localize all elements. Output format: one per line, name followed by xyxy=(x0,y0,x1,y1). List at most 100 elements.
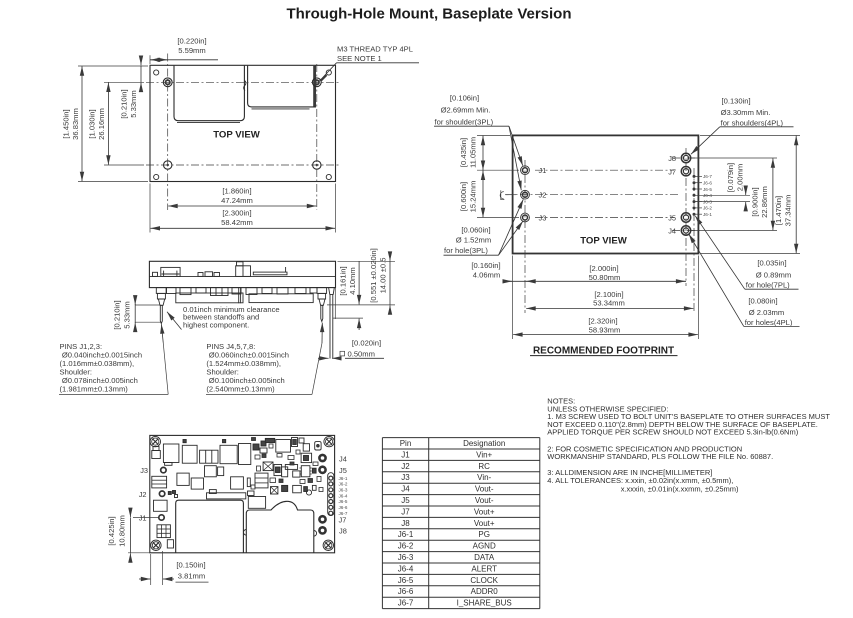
svg-text:RECOMMENDED FOOTPRINT: RECOMMENDED FOOTPRINT xyxy=(533,345,674,356)
svg-text:J6-6: J6-6 xyxy=(339,505,348,510)
svg-text:3.81mm: 3.81mm xyxy=(178,572,205,581)
svg-text:[0.060in]: [0.060in] xyxy=(461,226,490,235)
svg-text:PG: PG xyxy=(478,530,490,539)
svg-text:J6-2: J6-2 xyxy=(398,542,414,551)
svg-text:Vout-: Vout- xyxy=(475,485,494,494)
svg-text:[0.551 ±0.020in]: [0.551 ±0.020in] xyxy=(369,248,378,302)
svg-text:J7: J7 xyxy=(339,516,347,525)
svg-text:DATA: DATA xyxy=(474,553,495,562)
svg-text:[1.860in]: [1.860in] xyxy=(222,187,251,196)
svg-text:for hole(3PL): for hole(3PL) xyxy=(444,246,488,255)
svg-text:Vout+: Vout+ xyxy=(474,507,495,516)
svg-text:J6-5: J6-5 xyxy=(398,576,414,585)
svg-text:CLOCK: CLOCK xyxy=(470,576,498,585)
svg-text:[0.160in]: [0.160in] xyxy=(471,261,500,270)
svg-text:26.16mm: 26.16mm xyxy=(97,108,106,140)
svg-text:J2: J2 xyxy=(139,490,147,499)
svg-text:[0.080in]: [0.080in] xyxy=(748,297,777,306)
svg-text:for shoulder(3PL): for shoulder(3PL) xyxy=(435,117,494,126)
svg-text:10.80mm: 10.80mm xyxy=(118,515,127,547)
svg-text:4.10mm: 4.10mm xyxy=(348,267,357,294)
svg-text:[2.100in]: [2.100in] xyxy=(594,290,623,299)
svg-text:Ø 1.52mm: Ø 1.52mm xyxy=(456,236,491,245)
svg-text:J8: J8 xyxy=(668,154,676,163)
svg-text:[0.035in]: [0.035in] xyxy=(757,259,786,268)
svg-text:Ø0.040inch±0.0015inch: Ø0.040inch±0.0015inch xyxy=(62,351,142,360)
svg-text:[0.079in]: [0.079in] xyxy=(726,163,735,192)
svg-text:(1.524mm±0.038mm),: (1.524mm±0.038mm), xyxy=(206,359,281,368)
svg-text:J6-1: J6-1 xyxy=(339,476,348,481)
svg-text:0.01inch minimum clearance: 0.01inch minimum clearance xyxy=(183,305,280,314)
svg-text:TOP VIEW: TOP VIEW xyxy=(580,236,628,247)
svg-text:SEE NOTE 1: SEE NOTE 1 xyxy=(337,54,382,63)
svg-text:Ø3.30mm Min.: Ø3.30mm Min. xyxy=(721,108,771,117)
svg-text:Vout+: Vout+ xyxy=(474,519,495,528)
svg-text:3: ALLDIMENSION ARE IN INCHE[M: 3: ALLDIMENSION ARE IN INCHE[MILLIMETER] xyxy=(547,468,712,477)
svg-text:J1: J1 xyxy=(401,450,410,459)
svg-text:J4: J4 xyxy=(401,485,410,494)
svg-text:11.05mm: 11.05mm xyxy=(468,137,477,168)
svg-text:Ø2.69mm Min.: Ø2.69mm Min. xyxy=(441,106,491,115)
svg-text:J4: J4 xyxy=(668,227,676,236)
svg-text:J6-7: J6-7 xyxy=(339,511,348,516)
svg-text:J1: J1 xyxy=(539,166,547,175)
svg-text:J6-7: J6-7 xyxy=(703,174,712,179)
svg-text:J1: J1 xyxy=(139,514,147,523)
svg-text:1. M3 SCREW USED TO BOLT UNIT': 1. M3 SCREW USED TO BOLT UNIT'S BASEPLAT… xyxy=(547,412,830,421)
svg-text:5.33mm: 5.33mm xyxy=(123,301,132,328)
svg-text:Pin: Pin xyxy=(400,439,412,448)
svg-text:5.33mm: 5.33mm xyxy=(129,90,138,117)
svg-text:Shoulder:: Shoulder: xyxy=(60,368,93,377)
svg-text:J6-6: J6-6 xyxy=(398,587,414,596)
svg-text:highest component.: highest component. xyxy=(183,320,249,329)
svg-text:J5: J5 xyxy=(668,214,676,223)
svg-text:ADDR0: ADDR0 xyxy=(471,587,499,596)
svg-text:[0.130in]: [0.130in] xyxy=(722,97,751,106)
svg-text:ALERT: ALERT xyxy=(471,564,497,573)
svg-text:J2: J2 xyxy=(539,191,547,200)
svg-text:Ø 2.03mm: Ø 2.03mm xyxy=(749,308,784,317)
svg-text:J6-3: J6-3 xyxy=(398,553,414,562)
svg-text:J6-2: J6-2 xyxy=(703,206,712,211)
svg-text:for shoulders(4PL): for shoulders(4PL) xyxy=(721,118,784,127)
svg-text:J6-4: J6-4 xyxy=(398,564,414,573)
svg-text:RC: RC xyxy=(478,462,490,471)
svg-text:UNLESS OTHERWISE SPECIFIED:: UNLESS OTHERWISE SPECIFIED: xyxy=(547,404,668,413)
svg-text:APPLIED TORQUE PER SCREW SHOUL: APPLIED TORQUE PER SCREW SHOULD NOT EXCE… xyxy=(547,428,798,437)
svg-text:NOT EXCEED 0.110"(2.8mm) DEPTH: NOT EXCEED 0.110"(2.8mm) DEPTH BELOW THE… xyxy=(547,420,818,429)
svg-text:[2.320in]: [2.320in] xyxy=(588,317,617,326)
svg-text:[0.900in]: [0.900in] xyxy=(751,187,760,216)
svg-text:between standoffs and: between standoffs and xyxy=(183,313,259,322)
svg-text:Vin+: Vin+ xyxy=(476,450,492,459)
svg-text:AGND: AGND xyxy=(473,542,496,551)
svg-text:J3: J3 xyxy=(140,466,148,475)
svg-text:J6-6: J6-6 xyxy=(703,181,712,186)
svg-text:4. ALL TOLERANCES: x.xxin, ±0.: 4. ALL TOLERANCES: x.xxin, ±0.02in(x.xmm… xyxy=(547,476,733,485)
svg-text:J6-5: J6-5 xyxy=(703,187,712,192)
svg-text:Shoulder:: Shoulder: xyxy=(206,368,239,377)
svg-text:[0.210in]: [0.210in] xyxy=(120,89,129,118)
svg-text:J6-4: J6-4 xyxy=(339,493,348,498)
svg-text:(2.540mm±0.13mm): (2.540mm±0.13mm) xyxy=(206,385,275,394)
svg-text:Ø0.100inch±0.005inch: Ø0.100inch±0.005inch xyxy=(209,376,285,385)
svg-text:[0.161in]: [0.161in] xyxy=(339,266,348,295)
svg-text:[1.450in]: [1.450in] xyxy=(62,109,71,138)
svg-text:Ø 0.89mm: Ø 0.89mm xyxy=(756,271,791,280)
svg-text:J7: J7 xyxy=(401,507,410,516)
svg-text:[0.600in]: [0.600in] xyxy=(459,182,468,211)
svg-text:22.86mm: 22.86mm xyxy=(760,186,769,218)
svg-text:J4: J4 xyxy=(339,454,347,463)
svg-text:[0.020in]: [0.020in] xyxy=(352,339,381,348)
svg-text:J5: J5 xyxy=(401,496,410,505)
svg-text:for holes(4PL): for holes(4PL) xyxy=(745,318,793,327)
svg-text:58.42mm: 58.42mm xyxy=(221,218,253,227)
svg-text:[2.300in]: [2.300in] xyxy=(222,209,251,218)
svg-text:J5: J5 xyxy=(339,466,347,475)
svg-text:50.80mm: 50.80mm xyxy=(589,273,621,282)
svg-text:J7: J7 xyxy=(668,167,676,176)
svg-text:0.50mm: 0.50mm xyxy=(348,349,375,358)
svg-text:[0.150in]: [0.150in] xyxy=(176,560,205,569)
svg-text:47.24mm: 47.24mm xyxy=(221,196,253,205)
svg-text:Ø0.060inch±0.0015inch: Ø0.060inch±0.0015inch xyxy=(209,351,289,360)
svg-text:J8: J8 xyxy=(339,527,347,536)
